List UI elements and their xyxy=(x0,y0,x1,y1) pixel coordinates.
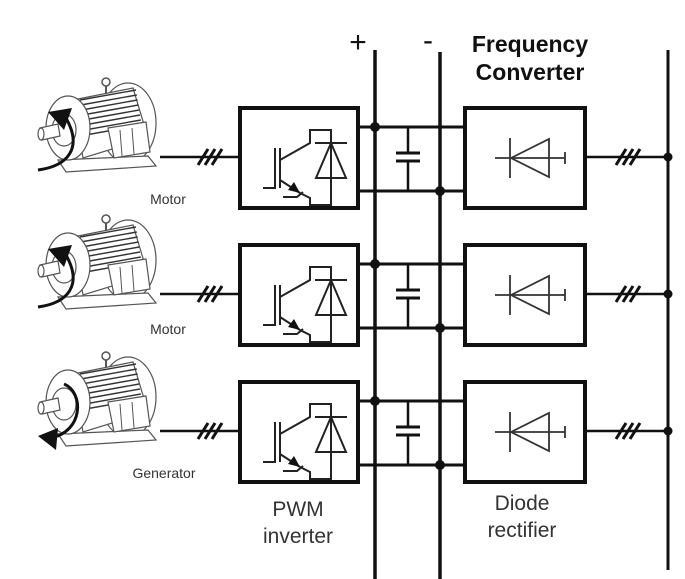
igbt-diode-icon xyxy=(263,403,348,480)
capacitor-icon xyxy=(396,127,420,191)
rotation-arrowhead xyxy=(48,108,72,130)
three-phase-marker-icon xyxy=(614,285,642,303)
rotation-arrow xyxy=(37,117,75,172)
junction-dot xyxy=(663,289,673,299)
rotation-arrow xyxy=(49,382,80,440)
three-phase-marker-icon xyxy=(196,285,224,303)
converter-row-3: Generator xyxy=(37,351,673,484)
three-phase-marker-icon xyxy=(614,148,642,166)
junction-dot xyxy=(435,323,445,333)
machine-label: Generator xyxy=(132,465,195,481)
title-line2: Converter xyxy=(476,59,585,85)
inverter-label-line1: PWM xyxy=(272,498,323,521)
rectifier-label-line1: Diode xyxy=(495,492,550,515)
motor-icon xyxy=(37,214,158,310)
converter-row-1: Motor xyxy=(37,77,673,210)
motor-icon xyxy=(37,77,158,173)
rectifier-label-line2: rectifier xyxy=(488,519,557,542)
rotation-arrowhead xyxy=(48,245,72,267)
three-phase-marker-icon xyxy=(614,422,642,440)
machine-label: Motor xyxy=(150,321,186,337)
dc-negative-label: - xyxy=(423,24,433,57)
junction-dot xyxy=(435,186,445,196)
igbt-diode-icon xyxy=(263,266,348,343)
capacitor-icon xyxy=(396,264,420,328)
rotation-arrow xyxy=(37,254,75,309)
junction-dot xyxy=(663,426,673,436)
diode-icon xyxy=(495,411,566,453)
three-phase-marker-icon xyxy=(196,148,224,166)
dc-positive-label: + xyxy=(349,26,367,59)
junction-dot xyxy=(435,460,445,470)
three-phase-marker-icon xyxy=(196,422,224,440)
igbt-diode-icon xyxy=(263,129,348,206)
title-line1: Frequency xyxy=(472,31,589,57)
junction-dot xyxy=(370,259,380,269)
diode-icon xyxy=(495,274,566,316)
junction-dot xyxy=(370,122,380,132)
generator-icon xyxy=(37,351,158,450)
diode-icon xyxy=(495,137,566,179)
machine-label: Motor xyxy=(150,191,186,207)
inverter-label-line2: inverter xyxy=(263,525,333,548)
junction-dot xyxy=(663,152,673,162)
rotation-arrowhead xyxy=(38,428,58,450)
converter-row-2: Motor xyxy=(37,214,673,347)
capacitor-icon xyxy=(396,401,420,465)
junction-dot xyxy=(370,396,380,406)
